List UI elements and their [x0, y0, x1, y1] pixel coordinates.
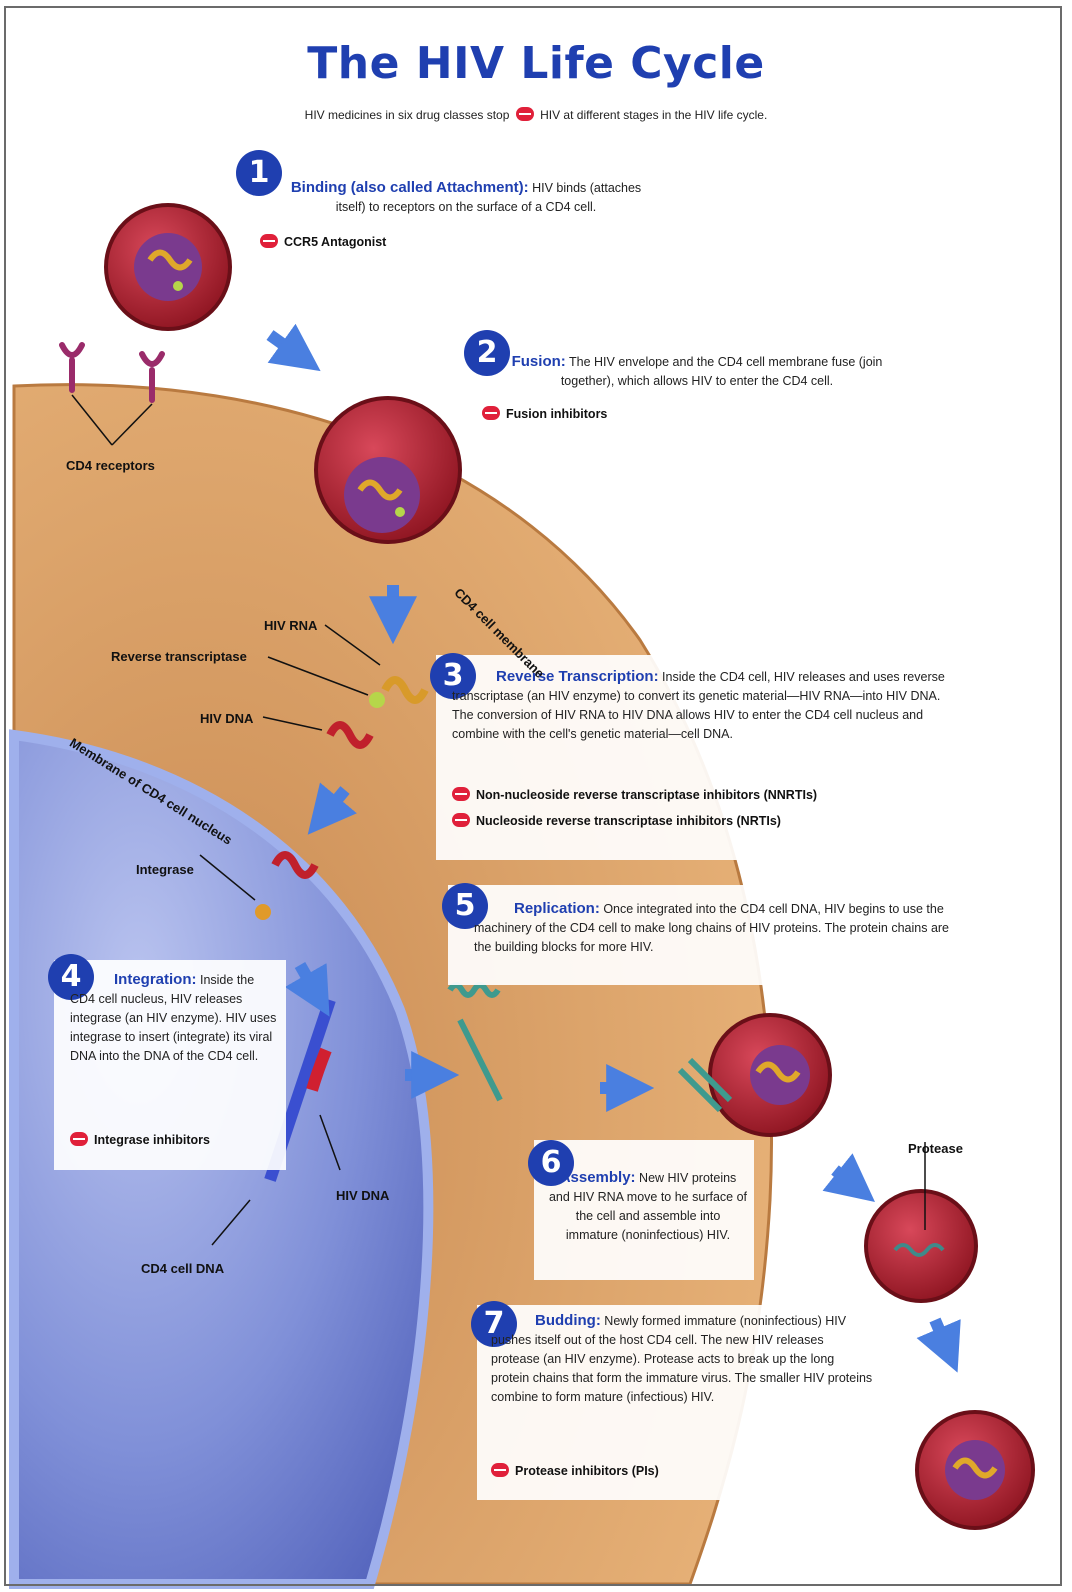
drug-class-label: CCR5 Antagonist — [284, 235, 386, 249]
drug-class: Fusion inhibitors — [482, 406, 607, 421]
step-heading: Reverse Transcription: — [496, 668, 659, 685]
subtitle-pre: HIV medicines in six drug classes stop — [305, 108, 510, 122]
step-heading: Assembly: — [560, 1169, 636, 1186]
step-heading: Integration: — [114, 971, 197, 988]
label-hiv-dna-integrated: HIV DNA — [336, 1188, 389, 1203]
step-heading: Replication: — [514, 900, 600, 917]
step-5-panel: 5 Replication: Once integrated into the … — [448, 885, 974, 985]
step-6-panel: 6 Assembly: New HIV proteins and HIV RNA… — [534, 1140, 754, 1280]
step-4-panel: 4 Integration: Inside the CD4 cell nucle… — [54, 960, 286, 1170]
drug-class: Non-nucleoside reverse transcriptase inh… — [452, 787, 817, 802]
step-heading: Binding (also called Attachment): — [291, 179, 529, 196]
step-3-panel: 3 Reverse Transcription: Inside the CD4 … — [436, 655, 960, 860]
label-integrase: Integrase — [136, 862, 194, 877]
step-description: Binding (also called Attachment): HIV bi… — [286, 178, 646, 217]
step-description: Fusion: The HIV envelope and the CD4 cel… — [502, 352, 892, 391]
step-number: 1 — [236, 150, 282, 196]
drug-class-label: Nucleoside reverse transcriptase inhibit… — [476, 814, 781, 828]
step-2-panel: 2 Fusion: The HIV envelope and the CD4 c… — [466, 330, 906, 440]
label-hiv-rna: HIV RNA — [264, 618, 317, 633]
step-description: Assembly: New HIV proteins and HIV RNA m… — [548, 1168, 748, 1245]
step-description: Replication: Once integrated into the CD… — [474, 899, 968, 957]
step-description: Integration: Inside the CD4 cell nucleus… — [70, 970, 280, 1066]
label-cd4-receptors: CD4 receptors — [66, 458, 155, 473]
step-7-panel: 7 Budding: Newly formed immature (noninf… — [477, 1305, 883, 1500]
drug-class-label: Non-nucleoside reverse transcriptase inh… — [476, 788, 817, 802]
label-cd4-cell-dna: CD4 cell DNA — [141, 1261, 224, 1276]
subtitle: HIV medicines in six drug classes stop H… — [0, 107, 1072, 122]
subtitle-post: HIV at different stages in the HIV life … — [540, 108, 767, 122]
stop-sign-icon — [260, 234, 278, 248]
drug-class: Protease inhibitors (PIs) — [491, 1463, 659, 1478]
stop-sign-icon — [482, 406, 500, 420]
step-description: Reverse Transcription: Inside the CD4 ce… — [452, 667, 952, 744]
label-protease: Protease — [908, 1141, 963, 1156]
label-hiv-dna: HIV DNA — [200, 711, 253, 726]
drug-class-label: Integrase inhibitors — [94, 1133, 210, 1147]
stop-sign-icon — [70, 1132, 88, 1146]
drug-class-label: Fusion inhibitors — [506, 407, 607, 421]
step-description: Budding: Newly formed immature (noninfec… — [491, 1311, 875, 1407]
drug-class-label: Protease inhibitors (PIs) — [515, 1464, 659, 1478]
step-text: The HIV envelope and the CD4 cell membra… — [561, 355, 883, 388]
step-heading: Fusion: — [512, 353, 566, 370]
drug-class: Nucleoside reverse transcriptase inhibit… — [452, 813, 781, 828]
label-reverse-transcriptase: Reverse transcriptase — [111, 649, 247, 664]
drug-class: Integrase inhibitors — [70, 1132, 210, 1147]
stop-sign-icon — [452, 813, 470, 827]
stop-sign-icon — [452, 787, 470, 801]
stop-sign-icon — [491, 1463, 509, 1477]
drug-class: CCR5 Antagonist — [260, 234, 386, 249]
step-heading: Budding: — [535, 1312, 601, 1329]
step-1-panel: 1 Binding (also called Attachment): HIV … — [248, 150, 668, 268]
stop-sign-icon — [516, 107, 534, 121]
page-title: The HIV Life Cycle — [0, 38, 1072, 89]
